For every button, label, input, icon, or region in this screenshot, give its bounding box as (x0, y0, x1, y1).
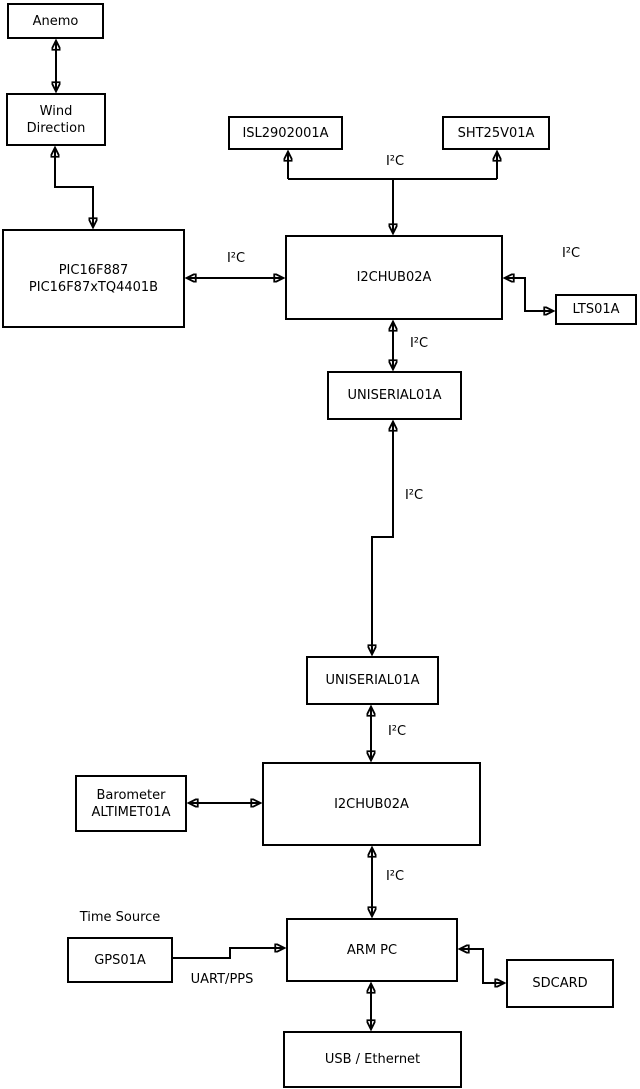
edge-label-time-source: Time Source (79, 910, 161, 925)
node-lts01a: LTS01A (555, 294, 637, 325)
node-i2chub02a-bottom: I2CHUB02A (262, 762, 481, 846)
node-uniserial01a-top-label: UNISERIAL01A (347, 388, 442, 403)
node-uniserial01a-bottom-label: UNISERIAL01A (325, 673, 420, 688)
node-arm-pc-label: ARM PC (346, 942, 398, 958)
edge-label-i2c-hub-lts: I²C (561, 246, 581, 261)
node-wind-direction-line1: Wind (39, 103, 73, 119)
node-sht25v01a-label: SHT25V01A (457, 125, 535, 141)
connector-gps-armpc (173, 948, 284, 959)
node-uniserial01a-top: UNISERIAL01A (327, 371, 462, 420)
edge-label-i2c-hub2-arm: I²C (385, 869, 405, 884)
node-sht25v01a: SHT25V01A (442, 116, 550, 150)
node-barometer-line1: Barometer (96, 787, 166, 803)
node-pic16f887-line2: PIC16F87xTQ4401B (28, 279, 159, 295)
node-gps01a: GPS01A (67, 937, 173, 983)
edge-label-i2c-sensor-bus: I²C (385, 154, 405, 169)
edge-label-i2c-pic-hub: I²C (226, 251, 246, 266)
node-isl2902001a-label: ISL2902001A (242, 125, 329, 141)
edge-label-i2c-uniserial-link: I²C (404, 488, 424, 503)
node-pic16f887-line1: PIC16F887 (58, 262, 129, 278)
node-barometer-altimet01a: Barometer ALTIMET01A (75, 775, 187, 832)
node-pic16f887: PIC16F887 PIC16F87xTQ4401B (2, 229, 185, 328)
node-i2chub02a-top: I2CHUB02A (285, 235, 503, 320)
node-sdcard: SDCARD (506, 959, 614, 1008)
node-anemo-label: Anemo (32, 13, 79, 29)
node-usb-ethernet: USB / Ethernet (283, 1031, 462, 1088)
edge-label-i2c-uniserial-hub2: I²C (387, 724, 407, 739)
connector-i2chub-top-lts (505, 278, 553, 311)
connector-armpc-sdcard (460, 949, 504, 983)
node-anemo: Anemo (7, 3, 104, 39)
edge-label-uart-pps: UART/PPS (190, 972, 254, 987)
node-i2chub02a-top-label: I2CHUB02A (356, 270, 432, 285)
node-i2chub02a-bottom-label: I2CHUB02A (334, 796, 409, 812)
connector-wind-pic (55, 148, 93, 227)
node-lts01a-label: LTS01A (572, 302, 620, 317)
node-wind-direction: Wind Direction (6, 93, 106, 146)
node-arm-pc: ARM PC (286, 918, 458, 982)
node-wind-direction-line2: Direction (26, 120, 86, 136)
node-barometer-line2: ALTIMET01A (91, 804, 171, 820)
node-gps01a-label: GPS01A (94, 952, 146, 968)
node-usb-ethernet-label: USB / Ethernet (324, 1052, 421, 1067)
node-sdcard-label: SDCARD (532, 976, 588, 991)
node-isl2902001a: ISL2902001A (228, 116, 343, 150)
edge-label-i2c-hub-uniserial: I²C (409, 336, 429, 351)
connector-uniserial-link (372, 422, 393, 654)
node-uniserial01a-bottom: UNISERIAL01A (306, 656, 439, 705)
